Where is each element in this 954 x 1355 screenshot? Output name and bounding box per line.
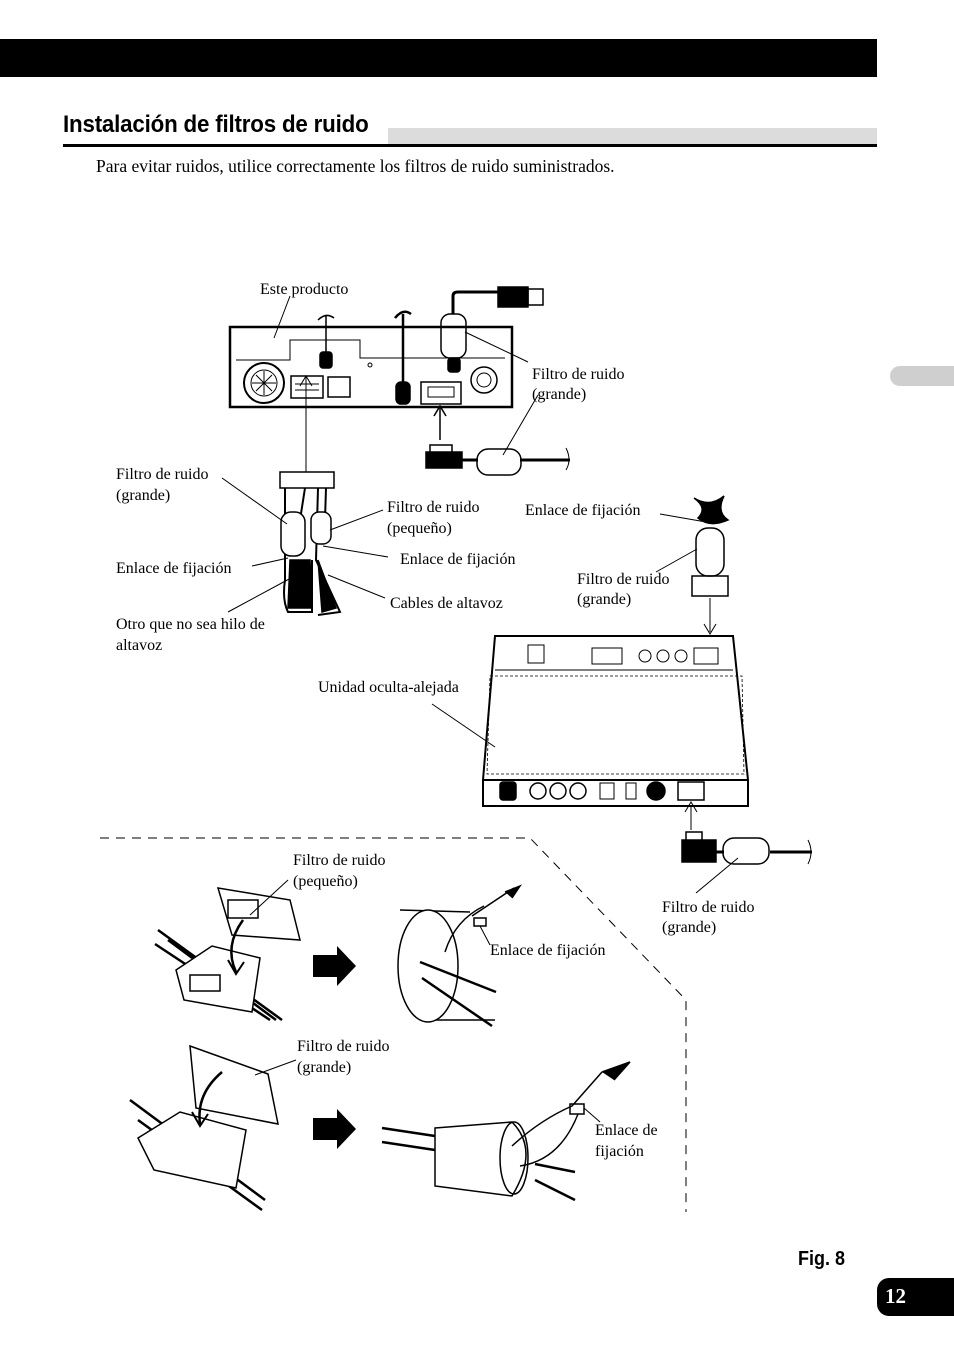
label-enlace-b1: Enlace de fijación — [490, 942, 606, 959]
label-este-producto: Este producto — [260, 281, 348, 298]
intro-text: Para evitar ruidos, utilice correctament… — [96, 156, 615, 176]
title-band — [388, 128, 877, 144]
label-filtro-grande-b-2: (grande) — [297, 1059, 351, 1076]
speaker-cable-illustration — [221, 375, 389, 616]
hideaway-unit-illustration — [431, 635, 750, 807]
label-cables-altavoz: Cables de altavoz — [390, 595, 503, 612]
label-otro-1: Otro que no sea hilo de — [116, 616, 265, 633]
label-filtro-grande-right-1: Filtro de ruido — [577, 571, 669, 588]
section-title: Instalación de filtros de ruido — [63, 111, 369, 138]
label-enlace-left: Enlace de fijación — [116, 560, 232, 577]
label-filtro-pequeno-b-2: (pequeño) — [293, 873, 358, 890]
title-rule — [63, 144, 877, 147]
label-filtro-pequeno-b-1: Filtro de ruido — [293, 852, 385, 869]
large-filter-step-illustration — [129, 1044, 631, 1212]
label-filtro-grande-left-1: Filtro de ruido — [116, 466, 208, 483]
label-otro-2: altavoz — [116, 637, 162, 654]
label-filtro-grande-br-2: (grande) — [662, 919, 716, 936]
label-filtro-grande-top-1: Filtro de ruido — [532, 366, 624, 383]
head-unit-illustration — [228, 286, 570, 476]
label-filtro-pequeno-1: Filtro de ruido — [387, 499, 479, 516]
label-filtro-grande-top-2: (grande) — [532, 386, 586, 403]
label-filtro-grande-b-1: Filtro de ruido — [297, 1038, 389, 1055]
page-number: 12 — [877, 1278, 954, 1316]
diagram-labels: Este producto Filtro de ruido (grande) F… — [116, 281, 754, 1160]
label-enlace-b2-1: Enlace de — [595, 1122, 658, 1139]
label-enlace-mid: Enlace de fijación — [400, 551, 516, 568]
small-filter-step-illustration — [154, 879, 522, 1028]
label-filtro-grande-right-2: (grande) — [577, 591, 631, 608]
bottom-right-plug-illustration — [681, 801, 812, 894]
figure-label: Fig. 8 — [798, 1248, 846, 1270]
header-bar — [0, 39, 877, 77]
label-filtro-pequeno-2: (pequeño) — [387, 520, 452, 537]
label-unidad-oculta: Unidad oculta-alejada — [318, 679, 459, 696]
label-filtro-grande-left-2: (grande) — [116, 487, 170, 504]
label-filtro-grande-br-1: Filtro de ruido — [662, 899, 754, 916]
label-enlace-b2-2: fijación — [595, 1143, 644, 1160]
right-cable-illustration — [655, 495, 730, 635]
label-enlace-right-top: Enlace de fijación — [525, 502, 641, 519]
side-tab — [890, 366, 954, 386]
